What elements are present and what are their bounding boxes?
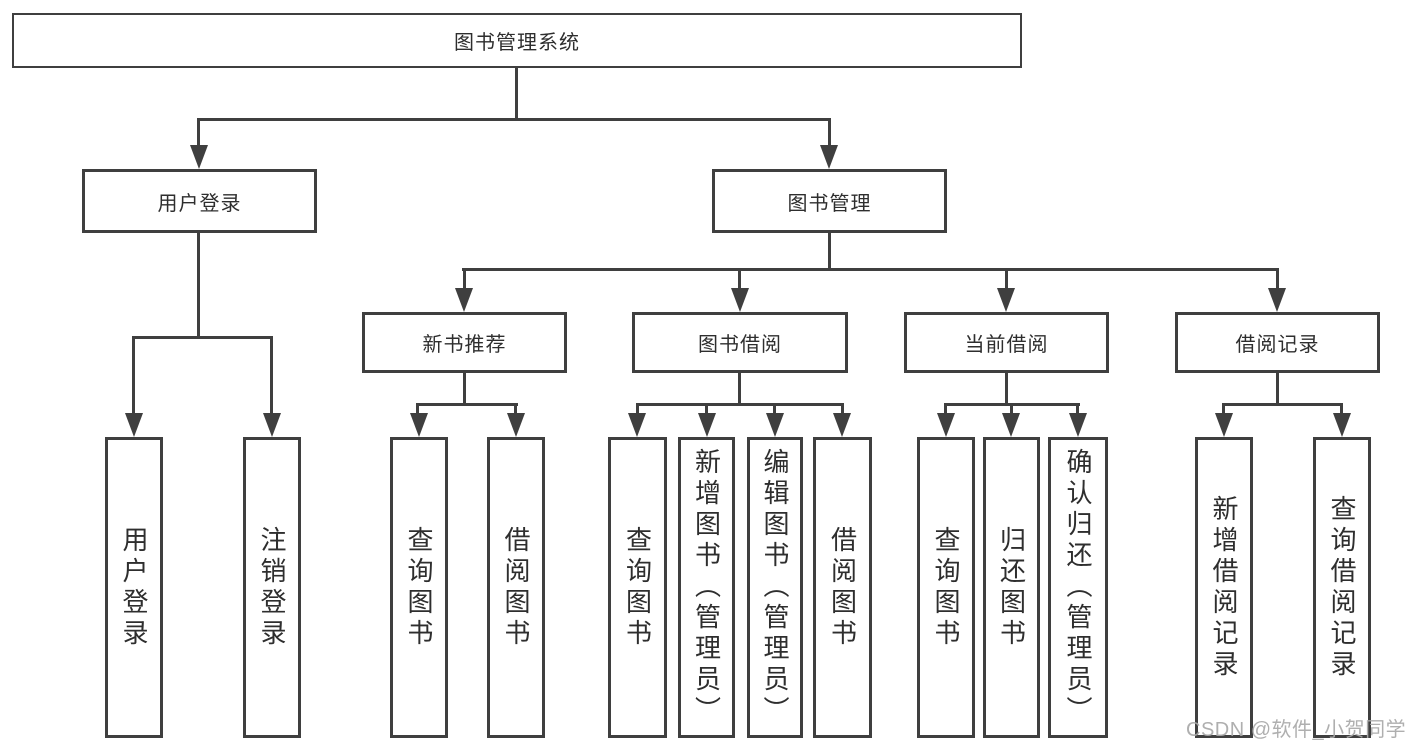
arrow-down-icon (766, 413, 784, 437)
connector-stem-leaf (841, 403, 844, 416)
leaf-query-books-2: 查询图书 (608, 437, 667, 738)
connector-stem-leaf (944, 403, 947, 416)
leaf-add-borrow-record: 新增借阅记录 (1195, 437, 1253, 738)
leaf-label: 新增图书（管理员） (691, 448, 722, 727)
leaf-add-books-admin: 新增图书（管理员） (678, 437, 735, 738)
connector-stem-leaf (705, 403, 708, 416)
leaf-label: 查询借阅记录 (1327, 494, 1357, 681)
arrow-down-icon (507, 413, 525, 437)
arrow-down-icon (1333, 413, 1351, 437)
arrow-down-icon (410, 413, 428, 437)
arrow-down-icon (698, 413, 716, 437)
node-borrow-records: 借阅记录 (1175, 312, 1380, 373)
leaf-edit-books-admin: 编辑图书（管理员） (747, 437, 803, 738)
leaf-return-books: 归还图书 (983, 437, 1040, 738)
node-label: 图书借阅 (698, 334, 782, 356)
csdn-watermark: CSDN @软件_小贺同学 (1186, 719, 1405, 741)
connector-stem-leaf (416, 403, 419, 416)
leaf-query-borrow-record: 查询借阅记录 (1313, 437, 1371, 738)
node-book-management: 图书管理 (712, 169, 947, 233)
connector-stem-leaf (1076, 403, 1079, 416)
node-label: 借阅记录 (1235, 334, 1320, 356)
connector-stem-leaf (1222, 403, 1225, 416)
leaf-label: 编辑图书（管理员） (760, 448, 790, 727)
node-label: 用户登录 (157, 192, 242, 215)
node-current-borrowing: 当前借阅 (904, 312, 1109, 373)
arrow-down-icon (731, 288, 749, 312)
connector-book-mgmt-stem (828, 233, 831, 271)
arrow-down-icon (1268, 288, 1286, 312)
connector-stem-leaf (1010, 403, 1013, 416)
node-user-login-branch: 用户登录 (82, 169, 317, 233)
arrow-down-icon (263, 413, 281, 437)
leaf-label: 注销登录 (257, 525, 287, 650)
leaf-label: 借阅图书 (501, 525, 531, 650)
arrow-down-icon (833, 413, 851, 437)
arrow-down-icon (628, 413, 646, 437)
node-root-library-system: 图书管理系统 (12, 13, 1022, 68)
leaf-label: 用户登录 (119, 525, 149, 650)
leaf-borrow-books-2: 借阅图书 (813, 437, 872, 738)
connector-stem-book-mgmt (828, 118, 831, 148)
leaf-user-login: 用户登录 (105, 437, 163, 738)
connector-group-rail (636, 403, 844, 406)
arrow-down-icon (1215, 413, 1233, 437)
connector-stem-records (1276, 268, 1279, 291)
connector-stem-leaf (773, 403, 776, 416)
connector-stem-current (1005, 268, 1008, 291)
leaf-query-books-3: 查询图书 (917, 437, 975, 738)
leaf-label: 查询图书 (931, 525, 961, 650)
connector-level3-rail (462, 268, 1279, 271)
connector-group-rail (416, 403, 518, 406)
arrow-down-icon (190, 145, 208, 169)
arrow-down-icon (1002, 413, 1020, 437)
leaf-label: 确认归还（管理员） (1063, 448, 1093, 727)
leaf-logout: 注销登录 (243, 437, 301, 738)
connector-user-login-rail (132, 336, 273, 339)
connector-group-rail (1222, 403, 1343, 406)
leaf-confirm-return-admin: 确认归还（管理员） (1048, 437, 1108, 738)
arrow-down-icon (997, 288, 1015, 312)
leaf-label: 查询图书 (404, 525, 434, 650)
connector-group-stem (1005, 373, 1008, 406)
connector-stem-leaf (270, 336, 273, 416)
node-label: 新书推荐 (422, 334, 507, 356)
connector-stem-user-login (197, 118, 200, 148)
connector-group-stem (738, 373, 741, 406)
connector-stem-new-rec (463, 268, 466, 291)
leaf-query-books-1: 查询图书 (390, 437, 448, 738)
connector-user-login-stem (197, 233, 200, 339)
node-label: 当前借阅 (964, 334, 1049, 356)
arrow-down-icon (455, 288, 473, 312)
connector-stem-leaf (514, 403, 517, 416)
leaf-label: 新增借阅记录 (1209, 494, 1239, 681)
node-new-book-recommend: 新书推荐 (362, 312, 567, 373)
arrow-down-icon (125, 413, 143, 437)
arrow-down-icon (937, 413, 955, 437)
connector-stem-borrowing (738, 268, 741, 291)
connector-stem-leaf (636, 403, 639, 416)
connector-group-stem (463, 373, 466, 406)
connector-stem-leaf (132, 336, 135, 416)
arrow-down-icon (1069, 413, 1087, 437)
leaf-label: 借阅图书 (827, 525, 858, 650)
node-label: 图书管理系统 (454, 32, 580, 54)
node-label: 图书管理 (787, 192, 872, 215)
connector-root-stem (515, 68, 518, 121)
connector-level2-rail (197, 118, 831, 121)
node-book-borrowing: 图书借阅 (632, 312, 848, 373)
leaf-borrow-books-1: 借阅图书 (487, 437, 545, 738)
leaf-label: 查询图书 (622, 525, 653, 650)
connector-group-stem (1276, 373, 1279, 406)
arrow-down-icon (820, 145, 838, 169)
leaf-label: 归还图书 (996, 525, 1027, 650)
connector-stem-leaf (1340, 403, 1343, 416)
